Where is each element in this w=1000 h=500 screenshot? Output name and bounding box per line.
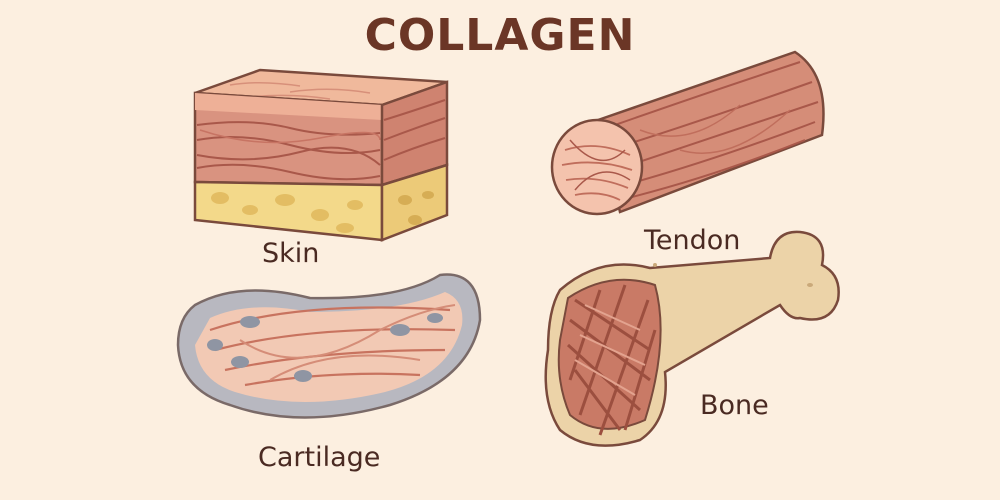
skin-label: Skin bbox=[262, 238, 320, 269]
bone-label: Bone bbox=[700, 390, 769, 421]
bone-illustration bbox=[544, 230, 840, 447]
cartilage-label: Cartilage bbox=[258, 442, 381, 473]
diagram-title: COLLAGEN bbox=[364, 10, 636, 61]
skin-illustration bbox=[193, 68, 449, 242]
tendon-illustration bbox=[550, 50, 825, 216]
cartilage-illustration bbox=[176, 273, 482, 419]
tendon-label: Tendon bbox=[644, 225, 741, 256]
